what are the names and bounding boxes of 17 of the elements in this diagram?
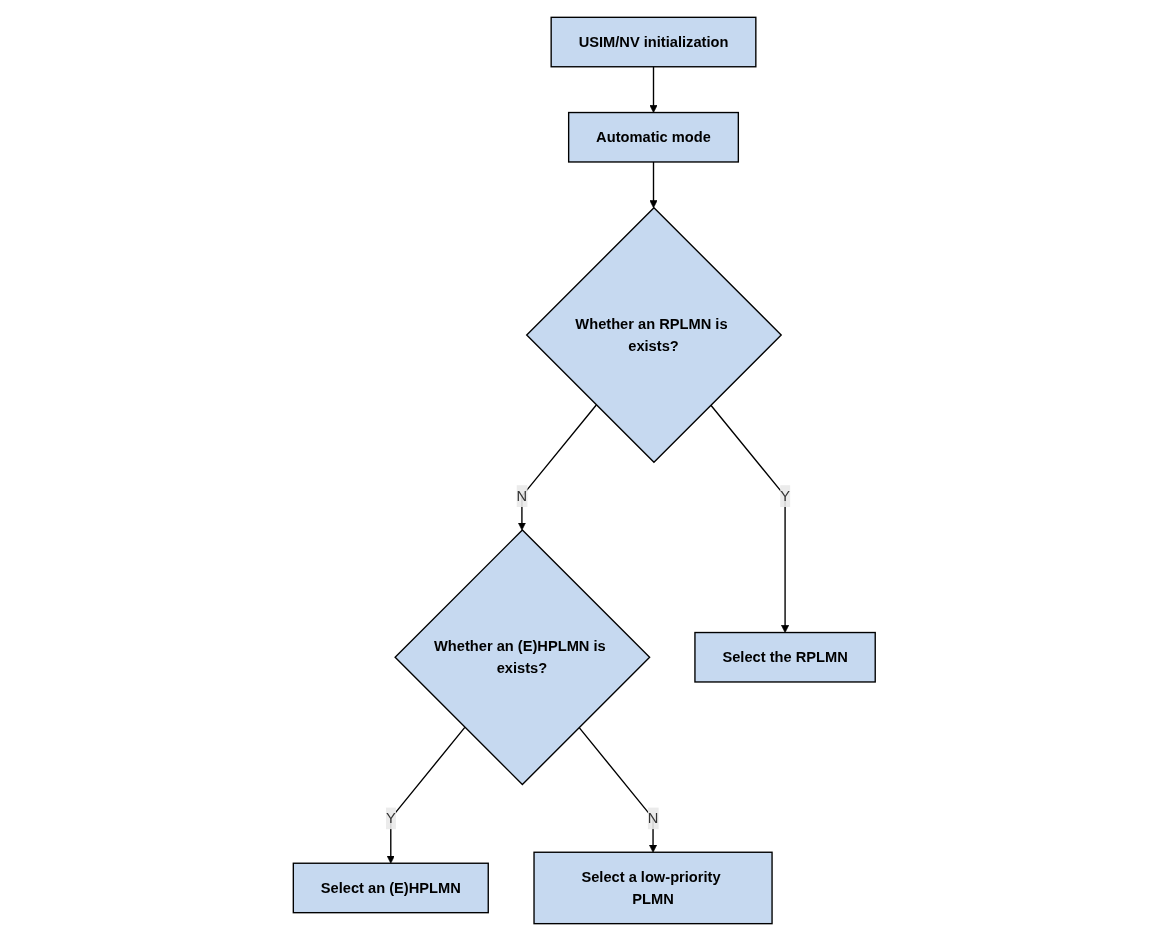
node-diamond: Whether an RPLMN is exists?	[525, 206, 783, 464]
arrow	[387, 726, 466, 864]
node-box: Automatic mode	[568, 111, 740, 163]
arrow	[518, 404, 598, 531]
node-box: Select a low-priority PLMN	[533, 851, 773, 925]
edge-label: N	[647, 810, 659, 826]
edge-label: Y	[780, 487, 791, 504]
edge-label: Y	[386, 810, 396, 826]
arrow	[578, 726, 658, 853]
node-box: Select an (E)HPLMN	[292, 862, 490, 914]
arrow	[649, 161, 658, 209]
edge-label: N	[516, 487, 528, 504]
node-diamond: Whether an (E)HPLMN is exists?	[394, 529, 651, 786]
arrow	[649, 66, 658, 113]
node-box: USIM/NV initialization	[550, 16, 757, 68]
node-box: Select the RPLMN	[694, 631, 877, 683]
arrow	[710, 404, 790, 633]
